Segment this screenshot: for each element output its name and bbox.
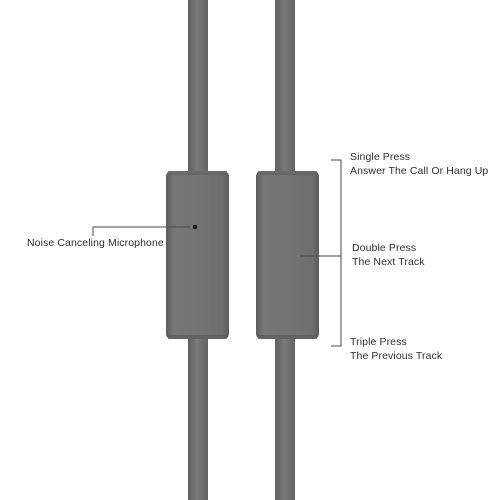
triple-press-label: Triple Press The Previous Track	[350, 335, 442, 363]
right-cable-top	[275, 0, 295, 172]
double-press-label: Double Press The Next Track	[352, 241, 425, 269]
right-cable	[275, 0, 295, 500]
triple-press-description: The Previous Track	[350, 350, 443, 362]
button-callout-bracket	[300, 159, 342, 347]
left-cable-top	[188, 0, 208, 172]
microphone-label: Noise Canceling Microphone	[27, 236, 164, 250]
microphone-hole-icon	[192, 224, 198, 230]
double-press-title: Double Press	[352, 242, 417, 254]
left-cable-bottom	[188, 338, 208, 500]
double-press-description: The Next Track	[352, 256, 425, 268]
microphone-label-text: Noise Canceling Microphone	[27, 237, 164, 249]
button-remote	[256, 171, 319, 339]
microphone-remote	[166, 171, 229, 339]
single-press-title: Single Press	[350, 151, 411, 163]
single-press-label: Single Press Answer The Call Or Hang Up	[350, 150, 488, 178]
triple-press-title: Triple Press	[350, 336, 407, 348]
microphone-callout-line	[92, 226, 190, 236]
left-cable	[188, 0, 208, 500]
single-press-description: Answer The Call Or Hang Up	[350, 165, 489, 177]
right-cable-bottom	[275, 338, 295, 500]
